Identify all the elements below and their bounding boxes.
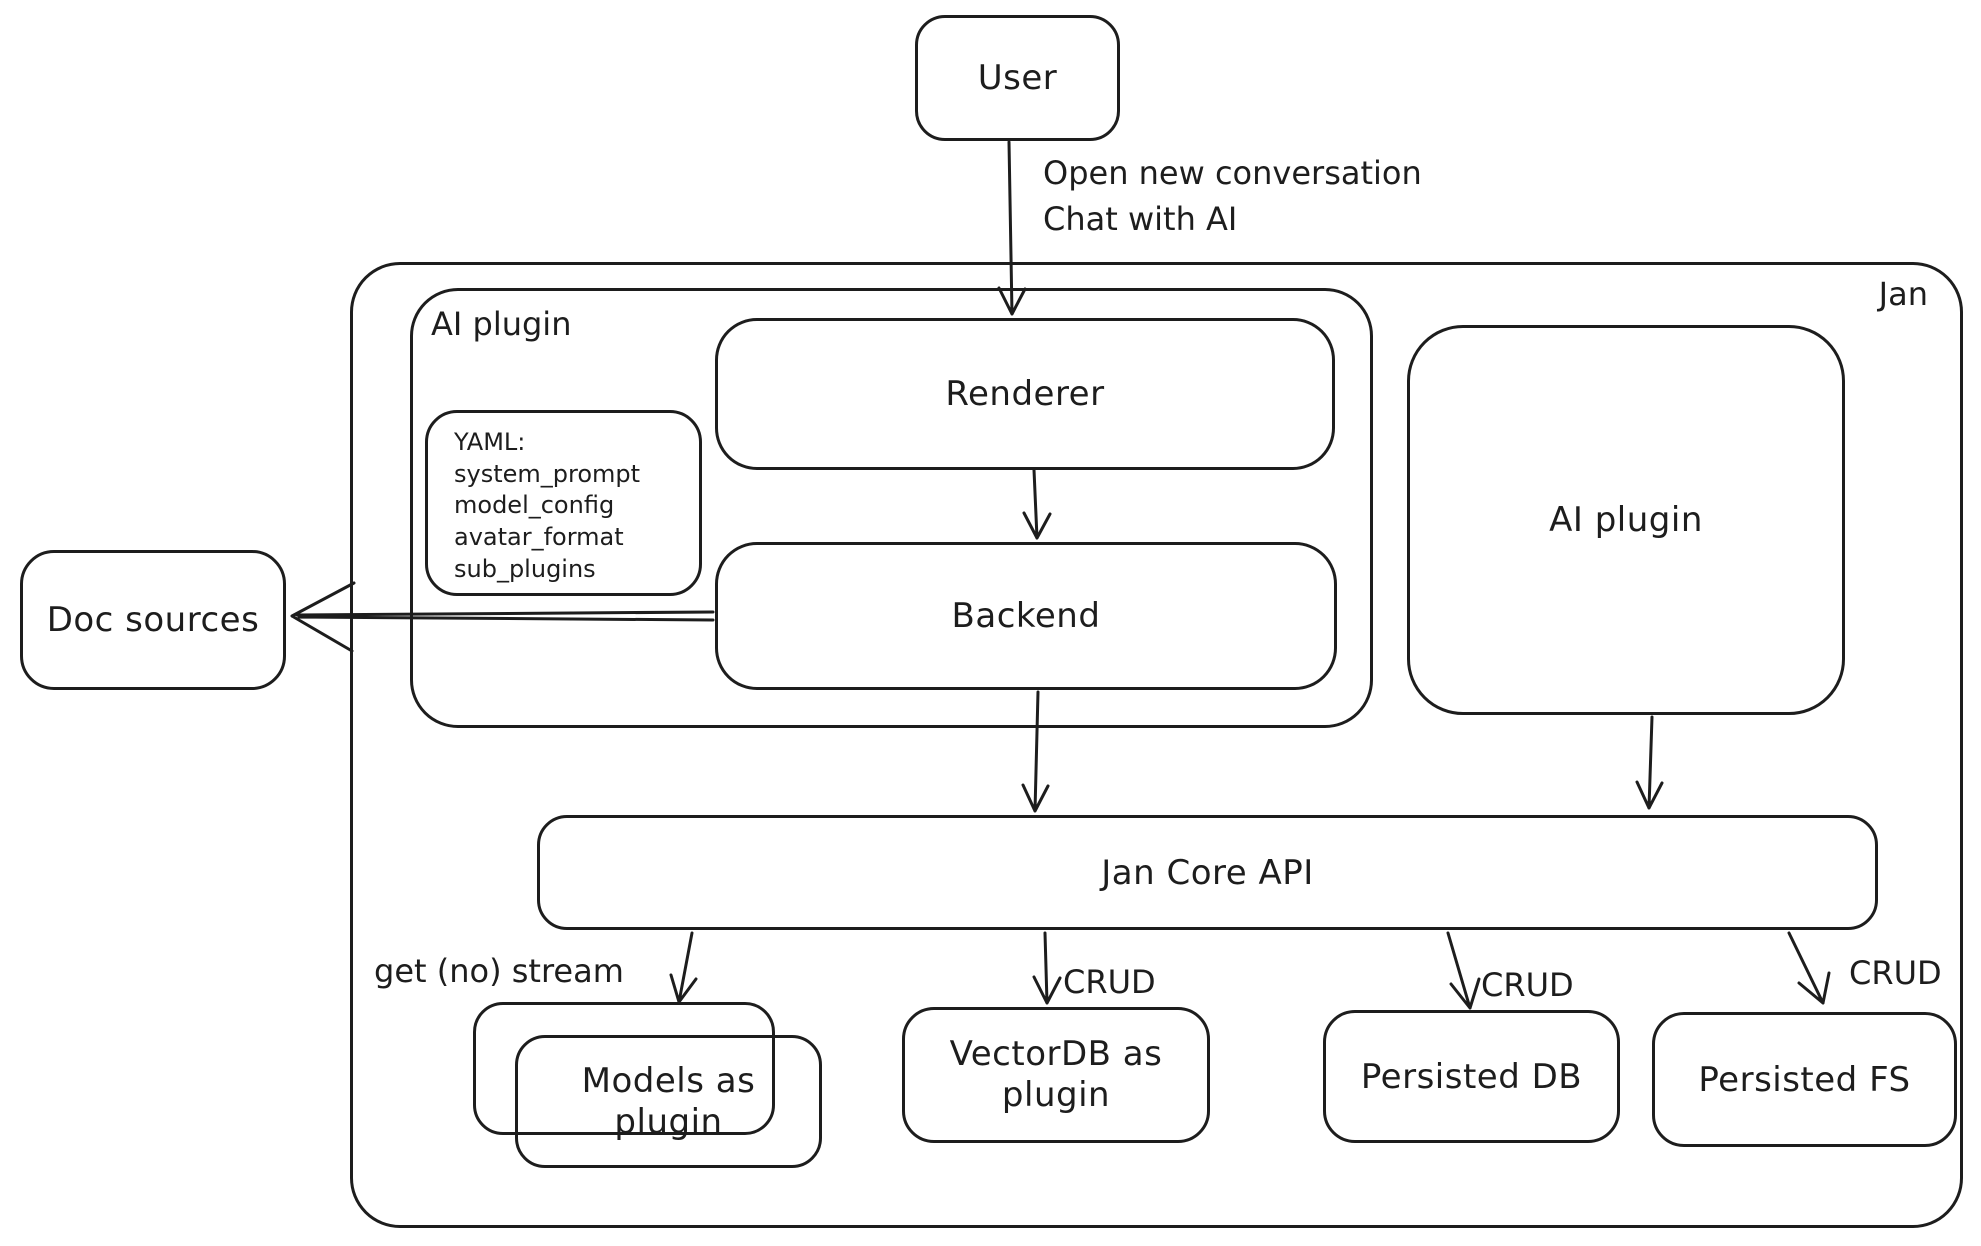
jan-core-api-node-label: Jan Core API [1101,852,1314,893]
doc-sources-node: Doc sources [20,550,286,690]
jan-core-api-node: Jan Core API [537,815,1878,930]
edge-label-open-conversation: Open new conversation Chat with AI [1043,150,1422,243]
edge-label-get-no-stream-text: get (no) stream [374,952,624,990]
edge-label-crud-persisted-db: CRUD [1481,962,1574,1008]
models-plugin-node-label: Models as plugin [582,1061,756,1143]
edge-label-crud-persisted-db-text: CRUD [1481,966,1574,1004]
jan-container: Jan [350,262,1963,1228]
backend-node: Backend [715,542,1337,690]
edge-label-crud-vectordb: CRUD [1063,959,1156,1005]
renderer-node: Renderer [715,318,1335,470]
persisted-fs-node-label: Persisted FS [1698,1059,1911,1100]
persisted-db-node: Persisted DB [1323,1010,1620,1143]
backend-node-label: Backend [951,596,1101,636]
yaml-note-line: YAML: [454,428,526,456]
yaml-note-line: system_prompt [454,459,641,488]
edge-label-crud-persisted-fs-text: CRUD [1849,954,1942,992]
edge-label-crud-persisted-fs: CRUD [1849,950,1942,996]
edge-label-open-conversation-line1: Open new conversation [1043,154,1422,192]
models-plugin-node: Models as plugin [515,1035,822,1168]
vectordb-label-line1: VectorDB as [949,1034,1163,1075]
models-plugin-node-back [473,1002,775,1135]
jan-container-label: Jan [1878,275,1928,313]
user-node: User [915,15,1120,141]
ai-plugin-right-label: AI plugin [1549,500,1703,540]
user-node-label: User [977,58,1058,98]
doc-sources-node-label: Doc sources [46,600,260,640]
persisted-db-node-label: Persisted DB [1360,1056,1583,1097]
yaml-note-line: avatar_format [454,523,624,552]
ai-plugin-right-node: AI plugin [1407,325,1845,715]
vectordb-label-line2: plugin [1001,1075,1111,1115]
renderer-node-label: Renderer [945,374,1105,414]
models-plugin-label-line2: plugin [614,1101,723,1142]
persisted-fs-node: Persisted FS [1652,1012,1957,1147]
edge-label-get-no-stream: get (no) stream [374,948,624,994]
models-plugin-label-line1: Models as [581,1060,756,1101]
edge-label-open-conversation-line2: Chat with AI [1043,200,1238,239]
yaml-note: YAML: system_prompt model_config avatar_… [425,410,702,596]
vectordb-plugin-node: VectorDB as plugin [902,1007,1210,1143]
yaml-note-text: YAML: system_prompt model_config avatar_… [428,413,699,595]
ai-plugin-left-label: AI plugin [431,305,572,343]
edge-label-crud-vectordb-text: CRUD [1063,963,1156,1001]
vectordb-plugin-node-label: VectorDB as plugin [950,1034,1163,1116]
yaml-note-line: sub_plugins [454,554,596,583]
yaml-note-line: model_config [454,491,615,520]
ai-plugin-left-container: AI plugin [410,288,1373,728]
